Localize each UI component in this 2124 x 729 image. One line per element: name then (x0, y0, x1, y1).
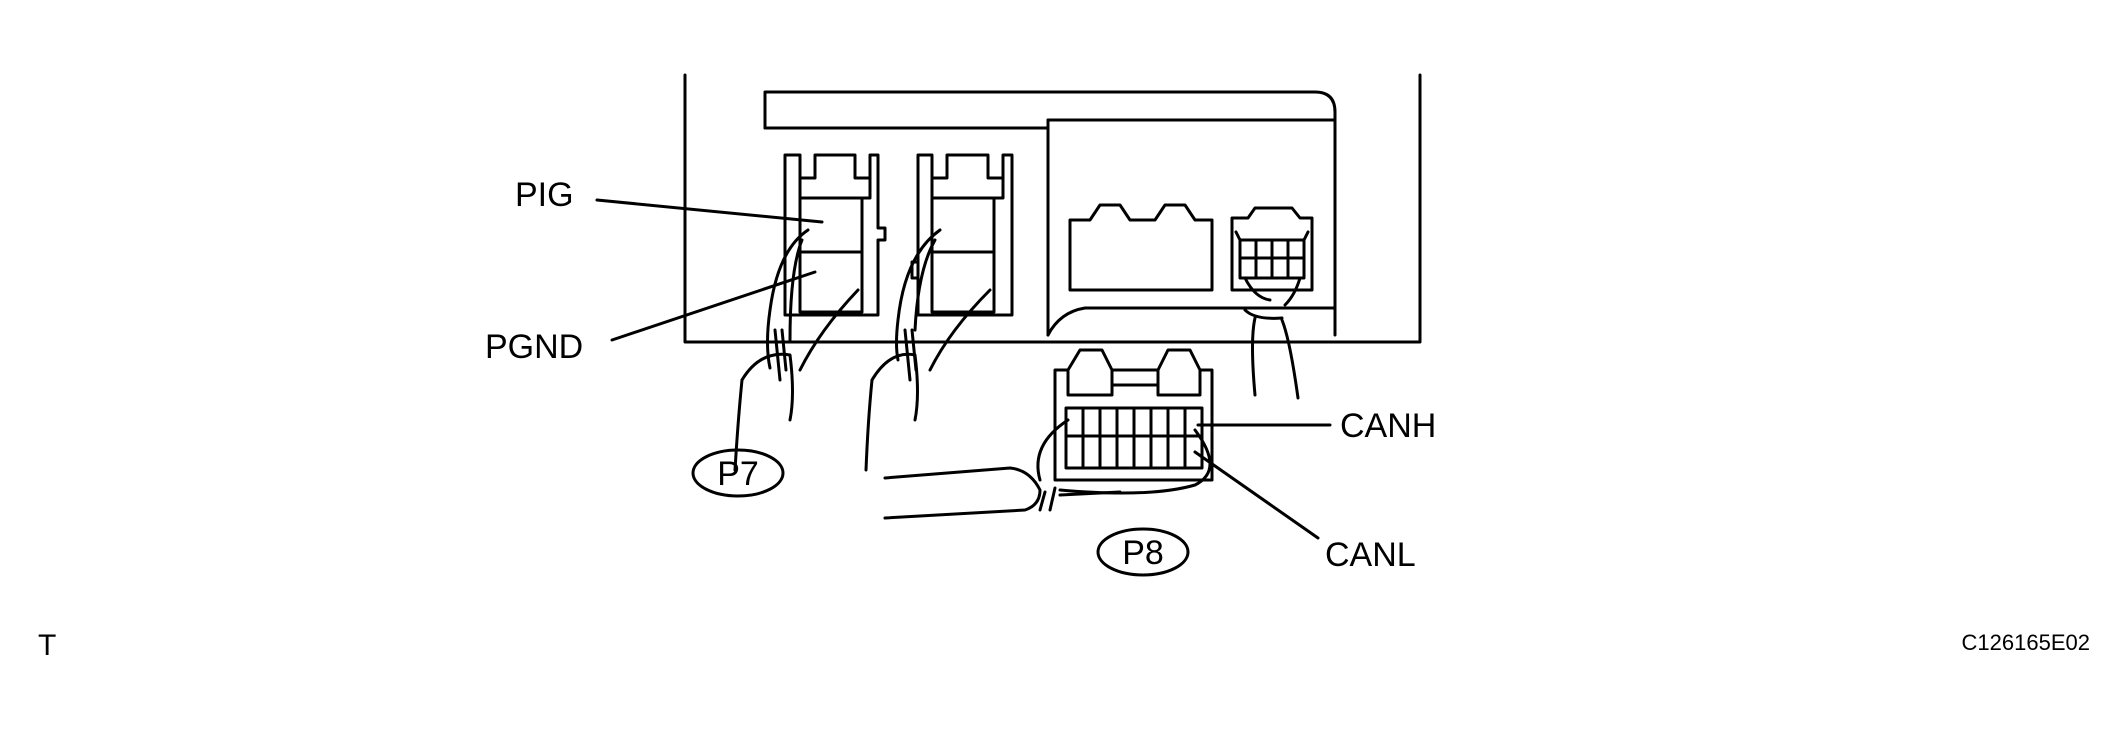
leader-canl (1193, 450, 1320, 540)
label-pgnd: PGND (485, 328, 583, 366)
connector-p8 (1053, 348, 1214, 482)
connector-block-left-step (763, 118, 1337, 130)
label-figure-code: C126165E02 (1962, 630, 2090, 655)
harness-p7-right (864, 228, 992, 472)
p7-oval (691, 448, 785, 498)
label-p7: P7 (717, 455, 759, 493)
ecu-housing (683, 73, 1422, 344)
harness-p7-left (733, 228, 860, 472)
label-canl: CANL (1325, 536, 1416, 574)
harness-p8 (883, 418, 1212, 520)
leader-pgnd (610, 270, 817, 342)
connector-block (763, 90, 1337, 337)
p8-oval (1096, 527, 1190, 577)
leader-pig (595, 198, 824, 224)
label-p8: P8 (1122, 534, 1164, 572)
label-pig: PIG (515, 176, 574, 214)
connector-p7-right (910, 153, 1014, 317)
small-harness (1243, 308, 1300, 400)
label-canh: CANH (1340, 407, 1436, 445)
connector-housing-large (1068, 203, 1214, 292)
connector-p7-left (783, 153, 887, 317)
connector-housing-small (1230, 206, 1314, 307)
label-corner-t: T (38, 629, 56, 662)
connector-block-notch (1046, 306, 1337, 337)
